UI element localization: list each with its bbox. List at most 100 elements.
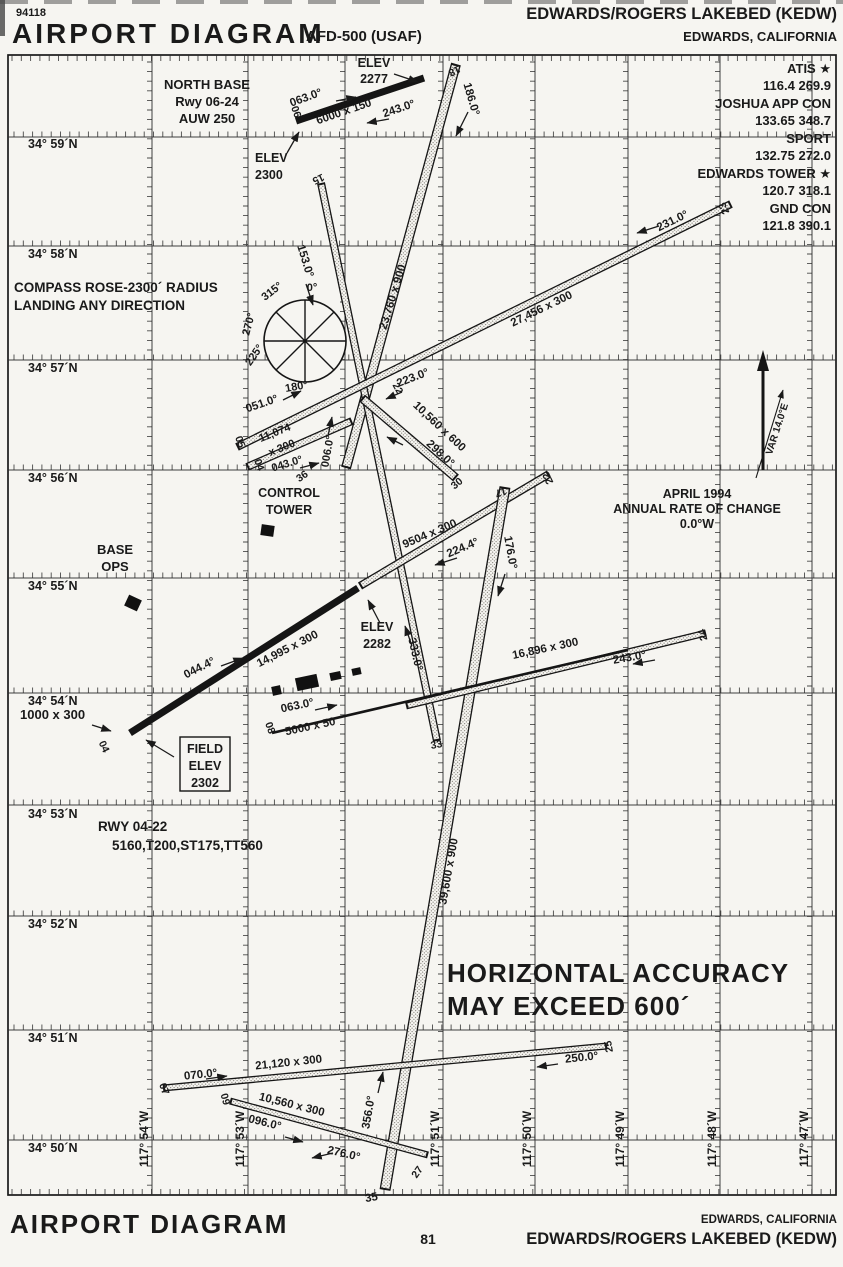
d23760-label: 23,760 x 900	[378, 263, 409, 331]
h186-label: 186.0°	[461, 81, 482, 117]
runway-04-22-lakebed-fill	[247, 419, 352, 469]
title-label: AIRPORT DIAGRAM	[10, 1209, 288, 1239]
0-label: ATIS ★	[787, 61, 831, 76]
d5000-label: 5000 x 50	[284, 716, 337, 738]
ap2-label: ANNUAL RATE OF CHANGE	[613, 502, 781, 516]
annotation-arrow	[314, 703, 338, 711]
acc2-label: MAY EXCEED 600´	[447, 991, 690, 1021]
n05-label: 05	[232, 434, 247, 449]
control-tower-building	[260, 524, 275, 537]
fe1-label: FIELD	[187, 742, 223, 756]
fe2-label: ELEV	[189, 759, 222, 773]
annotation-arrow	[286, 131, 300, 154]
h063b-label: 063.0°	[280, 697, 316, 716]
annotation-arrow	[632, 658, 656, 667]
d21120-label: 21,120 x 300	[255, 1054, 323, 1073]
building	[329, 670, 342, 682]
runway-06-24-lakebed-fill	[407, 631, 705, 708]
h356-label: 356.0°	[360, 1095, 378, 1130]
bo2-label: OPS	[101, 559, 129, 574]
runway-5000x50	[271, 648, 629, 735]
true-north-arrowhead	[757, 350, 769, 371]
2-label: 34° 57´N	[28, 361, 77, 375]
location-label: EDWARDS, CALIFORNIA	[701, 1214, 837, 1226]
runway-22-overrun-fill	[360, 472, 549, 588]
annotation-arrow	[434, 557, 458, 566]
annotation-arrow	[91, 724, 112, 732]
building	[351, 667, 362, 676]
0-label: 34° 59´N	[28, 137, 77, 151]
n33-label: 33	[430, 738, 444, 752]
airport-label: EDWARDS/ROGERS LAKEBED (KEDW)	[526, 1230, 837, 1248]
annotation-arrow	[385, 391, 403, 400]
grid-lines	[8, 55, 836, 1195]
h243b-label: 243.0°	[612, 649, 647, 667]
n22-label: 22	[540, 470, 556, 486]
fe3-label: 2302	[191, 776, 219, 790]
7-label: 34° 52´N	[28, 917, 77, 931]
n22c-label: 22	[390, 381, 405, 397]
n17-label: 17	[493, 485, 508, 500]
3-label: 117° 50´W	[520, 1110, 534, 1167]
n09-label: 09	[218, 1092, 233, 1107]
annotation-arrow	[326, 416, 334, 437]
h070-label: 070.0°	[183, 1067, 218, 1082]
2-label: 117° 51´W	[428, 1110, 442, 1167]
runway-04-22-paved	[128, 585, 360, 736]
runway-12-30-fill	[361, 396, 457, 480]
n25-label: 25	[602, 1040, 616, 1054]
doc_number-label: 94118	[16, 7, 46, 19]
5-label: 132.75 272.0	[755, 148, 831, 163]
rw1-label: RWY 04-22	[98, 819, 167, 834]
location-label: EDWARDS, CALIFORNIA	[683, 29, 837, 44]
annotation-arrow	[536, 1061, 559, 1070]
afd_ref-label: AFD-500 (USAF)	[306, 28, 422, 45]
base-ops-building	[124, 594, 142, 612]
ap3-label: 0.0°W	[680, 517, 714, 531]
runway-strips	[128, 62, 733, 1191]
c270-label: 270°	[240, 312, 257, 337]
5-label: 117° 48´W	[705, 1110, 719, 1167]
d16896-label: 16,896 x 300	[511, 636, 579, 662]
9-label: 121.8 390.1	[762, 218, 831, 233]
nb1-label: NORTH BASE	[164, 77, 250, 92]
2-label: JOSHUA APP CON	[715, 96, 831, 111]
title-label: AIRPORT DIAGRAM	[12, 18, 325, 49]
n36-label: 36	[294, 468, 311, 485]
h176-label: 176.0°	[501, 535, 519, 570]
runway-07-25-fill	[164, 1043, 606, 1091]
rw2-label: 5160,T200,ST175,TT560	[112, 838, 263, 853]
annotation-arrow	[366, 117, 390, 126]
4-label: 34° 55´N	[28, 579, 77, 593]
runway-06-24-northbase	[294, 74, 426, 125]
h051-label: 051.0°	[244, 393, 280, 415]
ct1-label: CONTROL	[258, 486, 320, 500]
annotation-arrow	[497, 573, 506, 597]
n27-label: 27	[409, 1164, 426, 1181]
annotation-arrow	[220, 657, 244, 667]
n15-label: 15	[310, 171, 326, 187]
annotation-arrow	[145, 739, 175, 758]
1-label: 116.4 269.9	[763, 78, 831, 93]
c0-label: 0°	[307, 282, 318, 294]
c180-label: 180°	[284, 379, 309, 395]
annotation-arrow	[376, 1071, 385, 1094]
6-label: EDWARDS TOWER ★	[698, 166, 831, 181]
annotation-arrow	[311, 1151, 334, 1160]
building	[294, 673, 320, 692]
annotation-arrow	[455, 111, 469, 137]
h006-label: 006.0°	[319, 435, 336, 469]
acc1-label: HORIZONTAL ACCURACY	[447, 958, 789, 988]
n08-label: 08	[262, 720, 277, 735]
s1000-label: 1000 x 300	[20, 707, 85, 722]
cr2-label: LANDING ANY DIRECTION	[14, 298, 185, 313]
h250-label: 250.0°	[564, 1050, 599, 1065]
5-label: 34° 54´N	[28, 694, 77, 708]
n24-label: 24	[696, 627, 711, 642]
building	[271, 685, 282, 696]
6-label: 34° 53´N	[28, 807, 77, 821]
field-elev-box	[179, 736, 231, 792]
8-label: 34° 51´N	[28, 1031, 77, 1045]
scan-artifacts	[0, 0, 843, 36]
